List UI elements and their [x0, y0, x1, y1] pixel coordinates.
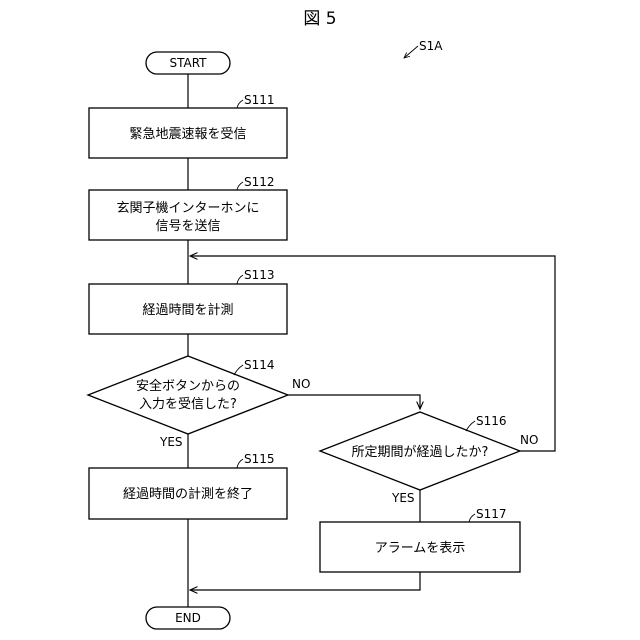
connector-s117-merge	[190, 572, 420, 590]
decision-s114: 安全ボタンからの 入力を受信した? S114 NO YES	[88, 356, 310, 449]
end-terminal: END	[146, 607, 230, 629]
decision-s114-text-line2: 入力を受信した?	[139, 397, 237, 412]
process-s117-text: アラームを表示	[375, 541, 466, 556]
step-leader-s112	[237, 182, 243, 190]
figure-ref-label: S1A	[419, 39, 443, 53]
process-s113-text: 経過時間を計測	[142, 302, 233, 318]
branch-label-s114-yes: YES	[159, 435, 183, 449]
step-label-s113: S113	[244, 268, 275, 282]
branch-label-s116-no: NO	[520, 433, 538, 447]
process-s112-text-line2: 信号を送信	[155, 219, 220, 234]
step-leader-s116	[466, 421, 475, 431]
figure-ref-arrow	[404, 46, 418, 58]
decision-s116-text: 所定期間が経過したか?	[352, 445, 489, 460]
step-label-s117: S117	[476, 507, 507, 521]
figure-title: 図 5	[303, 9, 336, 29]
process-s112-text-line1: 玄関子機インターホンに	[116, 201, 259, 216]
step-label-s116: S116	[476, 414, 507, 428]
step-leader-s117	[469, 514, 475, 522]
process-s111-text: 緊急地震速報を受信	[129, 127, 246, 142]
start-label: START	[169, 56, 207, 70]
end-label: END	[175, 611, 201, 625]
step-label-s111: S111	[244, 93, 275, 107]
step-label-s114: S114	[244, 358, 275, 372]
step-label-s112: S112	[244, 175, 275, 189]
process-s115-text: 経過時間の計測を終了	[123, 486, 253, 502]
step-leader-s113	[237, 275, 243, 284]
step-leader-s115	[237, 459, 243, 468]
branch-label-s116-yes: YES	[391, 491, 415, 505]
step-leader-s111	[237, 100, 243, 108]
start-terminal: START	[146, 52, 230, 74]
decision-s116: 所定期間が経過したか? S116 NO YES	[320, 412, 538, 505]
branch-label-s114-no: NO	[292, 377, 310, 391]
step-leader-s114	[234, 365, 243, 375]
step-label-s115: S115	[244, 452, 275, 466]
connector-s114-s116-no	[288, 395, 420, 409]
decision-s114-text-line1: 安全ボタンからの	[136, 378, 240, 394]
